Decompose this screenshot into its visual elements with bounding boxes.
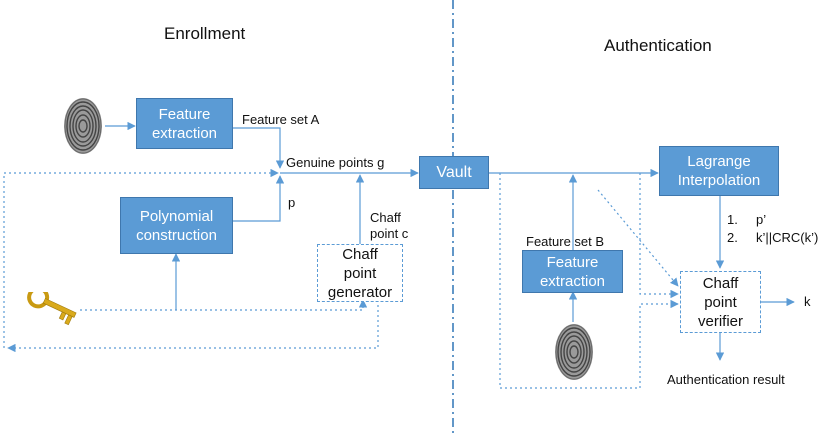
lagrange-interpolation-box: Lagrange Interpolation — [659, 146, 779, 196]
genuine-points-g-label: Genuine points g — [286, 155, 385, 170]
feature-set-b-label: Feature set B — [526, 234, 605, 249]
list-item-2-number: 2. — [727, 230, 738, 245]
chaff-point-generator-box: Chaff point generator — [317, 244, 403, 302]
p-path — [232, 175, 285, 222]
fingerprint-icon — [64, 98, 102, 154]
key-loop-dotted-path — [3, 168, 279, 348]
bottom-return-dotted-path — [7, 300, 379, 353]
feature-extraction-enrollment-box: Feature extraction — [136, 98, 233, 149]
p-label: p — [288, 195, 296, 210]
vault-to-verifier-dotted-path — [639, 173, 679, 299]
vault-box: Vault — [419, 156, 489, 189]
feature-set-a-label: Feature set A — [242, 112, 320, 127]
chaff-point-verifier-box: Chaff point verifier — [680, 271, 761, 333]
authentication-title: Authentication — [604, 36, 712, 55]
polynomial-construction-box: Polynomial construction — [120, 197, 233, 254]
feature-extraction-authentication-box: Feature extraction — [522, 250, 623, 293]
enrollment-title: Enrollment — [164, 24, 246, 43]
k-output-label: k — [804, 294, 811, 309]
list-item-1-number: 1. — [727, 212, 738, 227]
key-icon — [27, 292, 77, 326]
vault-left-dotted-path — [499, 173, 679, 389]
feature-b-to-verifier-dotted-path — [597, 189, 679, 287]
list-item-2-text: k’||CRC(k’) — [756, 230, 819, 245]
feature-set-a-path — [232, 127, 285, 169]
list-item-1-text: p’ — [756, 212, 767, 227]
authentication-result-label: Authentication result — [667, 372, 785, 387]
chaff-point-c-label: Chaff point c — [370, 210, 409, 241]
fingerprint-icon — [555, 324, 593, 380]
